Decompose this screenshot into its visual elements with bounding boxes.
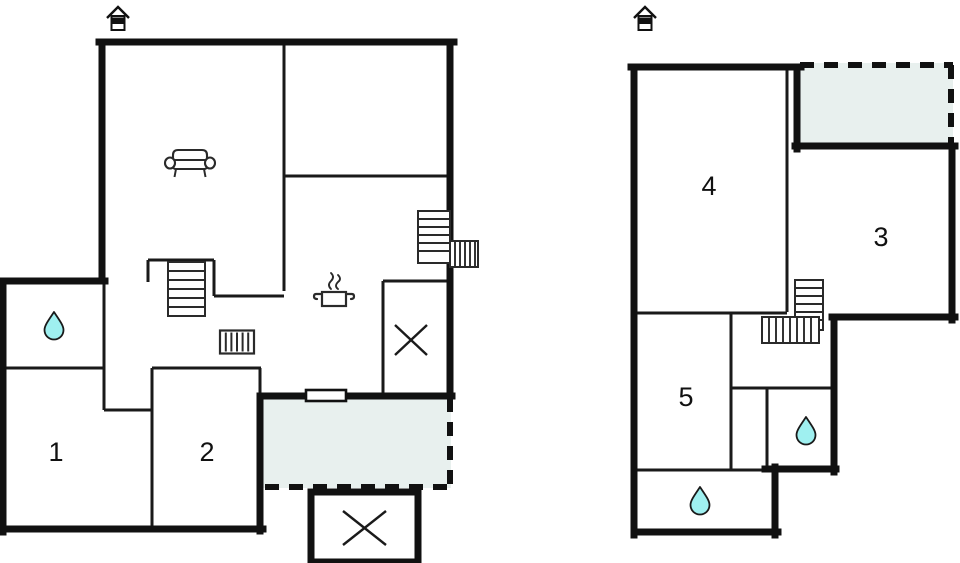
room-number-2: 2 bbox=[199, 437, 214, 467]
room-number-4: 4 bbox=[701, 171, 716, 201]
stairs-icon-left bbox=[167, 261, 206, 317]
terrace-area bbox=[263, 396, 451, 488]
balcony-dashed-edge bbox=[800, 62, 954, 148]
outbuilding-left bbox=[307, 488, 422, 563]
stairs-icon-left-upper bbox=[417, 210, 479, 268]
stairs-landing-icon-right bbox=[761, 316, 820, 344]
right-exterior-walls bbox=[627, 63, 959, 539]
right-interior-fill bbox=[634, 66, 952, 533]
room-number-5: 5 bbox=[678, 382, 693, 412]
floor-left-group: 1 2 bbox=[0, 5, 479, 563]
radiator-icon bbox=[218, 329, 256, 355]
floor-right-group: 3 4 5 bbox=[627, 5, 959, 539]
north-house-icon bbox=[632, 5, 658, 32]
cross-room-icon-left bbox=[394, 324, 428, 356]
right-interior-walls bbox=[637, 68, 833, 472]
terrace-dashed-edge bbox=[265, 398, 453, 490]
room-number-1: 1 bbox=[48, 437, 63, 467]
balcony-area bbox=[799, 63, 953, 146]
north-house-icon bbox=[105, 5, 131, 32]
door-icon-terrace-left[interactable] bbox=[304, 388, 348, 403]
left-exterior-walls bbox=[0, 38, 458, 536]
room-number-3: 3 bbox=[873, 222, 888, 252]
